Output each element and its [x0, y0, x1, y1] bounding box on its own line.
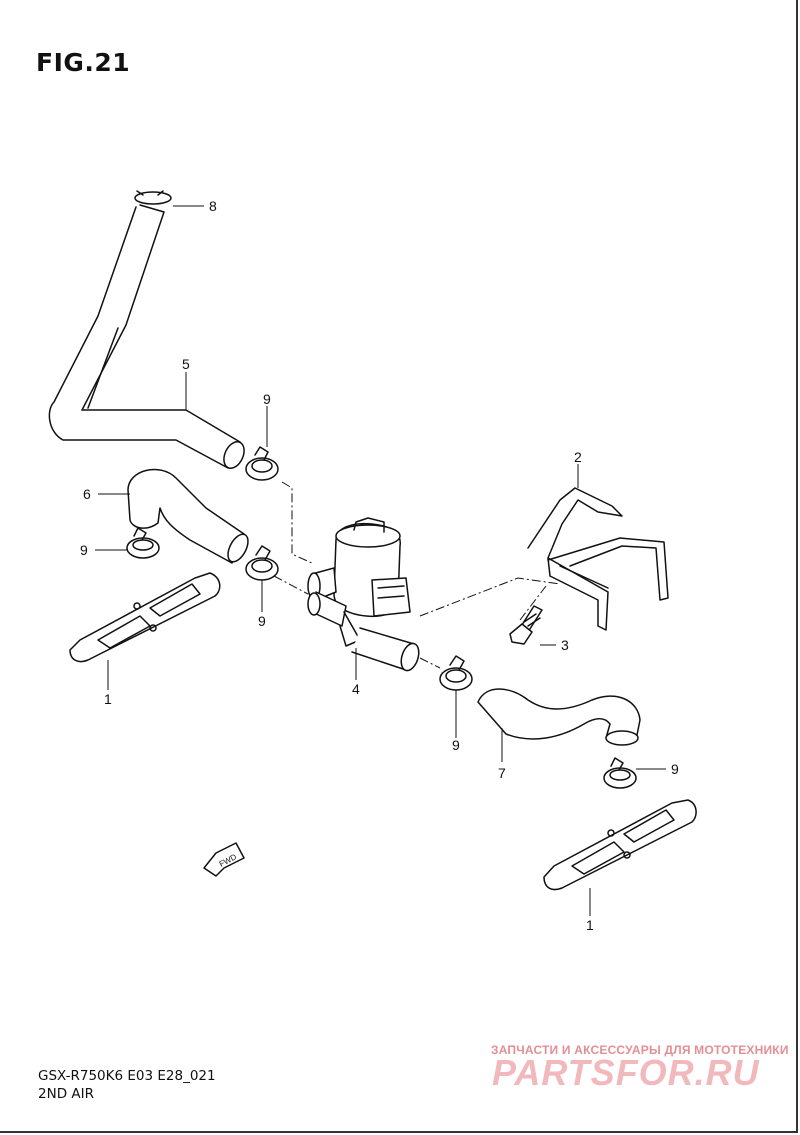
model-code: GSX-R750K6 E03 E28_021: [38, 1068, 216, 1084]
watermark-tagline: ЗАПЧАСТИ И АКСЕССУАРЫ ДЛЯ МОТОТЕХНИКИ: [491, 1043, 789, 1057]
callout-6: 6: [83, 486, 91, 502]
part-5-hose: [48, 204, 245, 469]
part-3-bolt: [509, 605, 543, 645]
part-9-clamp-d: [439, 655, 473, 691]
part-6-hose: [127, 468, 249, 564]
callout-3: 3: [561, 637, 569, 653]
callout-7: 7: [498, 765, 506, 781]
callout-9-mid: 9: [258, 613, 266, 629]
part-2-bracket: [527, 487, 669, 631]
callout-1-left: 1: [104, 691, 112, 707]
watermark-logo: PARTSFOR.RU: [492, 1052, 760, 1093]
callout-1-right: 1: [586, 917, 594, 933]
callout-9-lower: 9: [452, 737, 460, 753]
callout-2: 2: [574, 449, 582, 465]
part-4-pair-valve: [307, 517, 420, 672]
part-8-cap: [134, 190, 172, 205]
part-7-hose: [477, 688, 641, 746]
part-9-clamp-b: [126, 527, 160, 559]
figure-title: FIG.21: [36, 48, 131, 77]
part-1-pad-left: [69, 572, 221, 663]
connection-lines: [273, 481, 561, 669]
leader-lines: [95, 205, 666, 916]
callout-8: 8: [209, 198, 217, 214]
part-1-pad-right: [543, 799, 697, 891]
callout-5: 5: [182, 356, 190, 372]
part-9-clamp-a: [245, 446, 279, 481]
section-name: 2ND AIR: [38, 1086, 94, 1102]
callout-4: 4: [352, 681, 360, 697]
callout-9-right: 9: [671, 761, 679, 777]
part-9-clamp-c: [245, 545, 279, 581]
callout-9-left: 9: [80, 542, 88, 558]
fwd-arrow: [203, 842, 245, 877]
part-9-clamp-e: [603, 757, 637, 789]
callout-9-top: 9: [263, 391, 271, 407]
